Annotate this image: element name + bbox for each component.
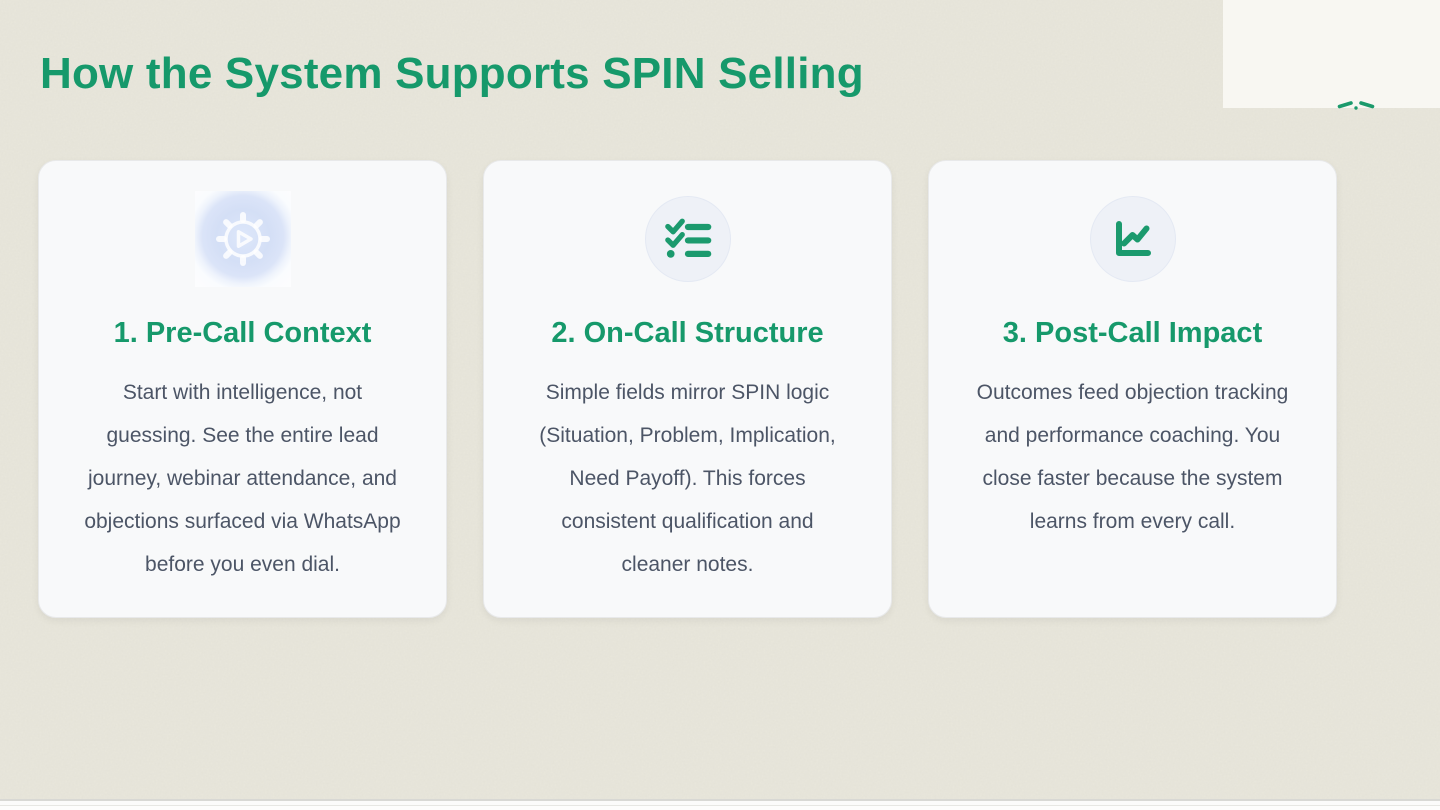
gear-play-icon: [194, 191, 291, 287]
card-body: Simple fields mirror SPIN logic (Situati…: [539, 381, 836, 576]
horizontal-scrollbar[interactable]: [0, 799, 1440, 810]
card-icon-row: [644, 191, 731, 287]
card-icon-row: [194, 191, 291, 287]
top-right-overlay: [1223, 0, 1440, 108]
card-on-call-structure: 2. On-Call Structure Simple fields mirro…: [483, 160, 892, 618]
page-title: How the System Supports SPIN Selling: [40, 49, 864, 98]
card-title: 3. Post-Call Impact: [1002, 317, 1263, 349]
card-body: Start with intelligence, not guessing. S…: [84, 381, 401, 576]
code-icon-clipped: [1337, 101, 1375, 110]
checklist-icon: [644, 196, 731, 282]
card-pre-call-context: 1. Pre-Call Context Start with intellige…: [38, 160, 447, 618]
card-title: 2. On-Call Structure: [551, 317, 824, 349]
card-body: Outcomes feed objection tracking and per…: [976, 381, 1289, 533]
chart-line-icon: [1089, 196, 1176, 282]
feature-cards-row: 1. Pre-Call Context Start with intellige…: [38, 160, 1337, 618]
card-icon-row: [1089, 191, 1176, 287]
card-post-call-impact: 3. Post-Call Impact Outcomes feed object…: [928, 160, 1337, 618]
card-title: 1. Pre-Call Context: [113, 317, 372, 349]
